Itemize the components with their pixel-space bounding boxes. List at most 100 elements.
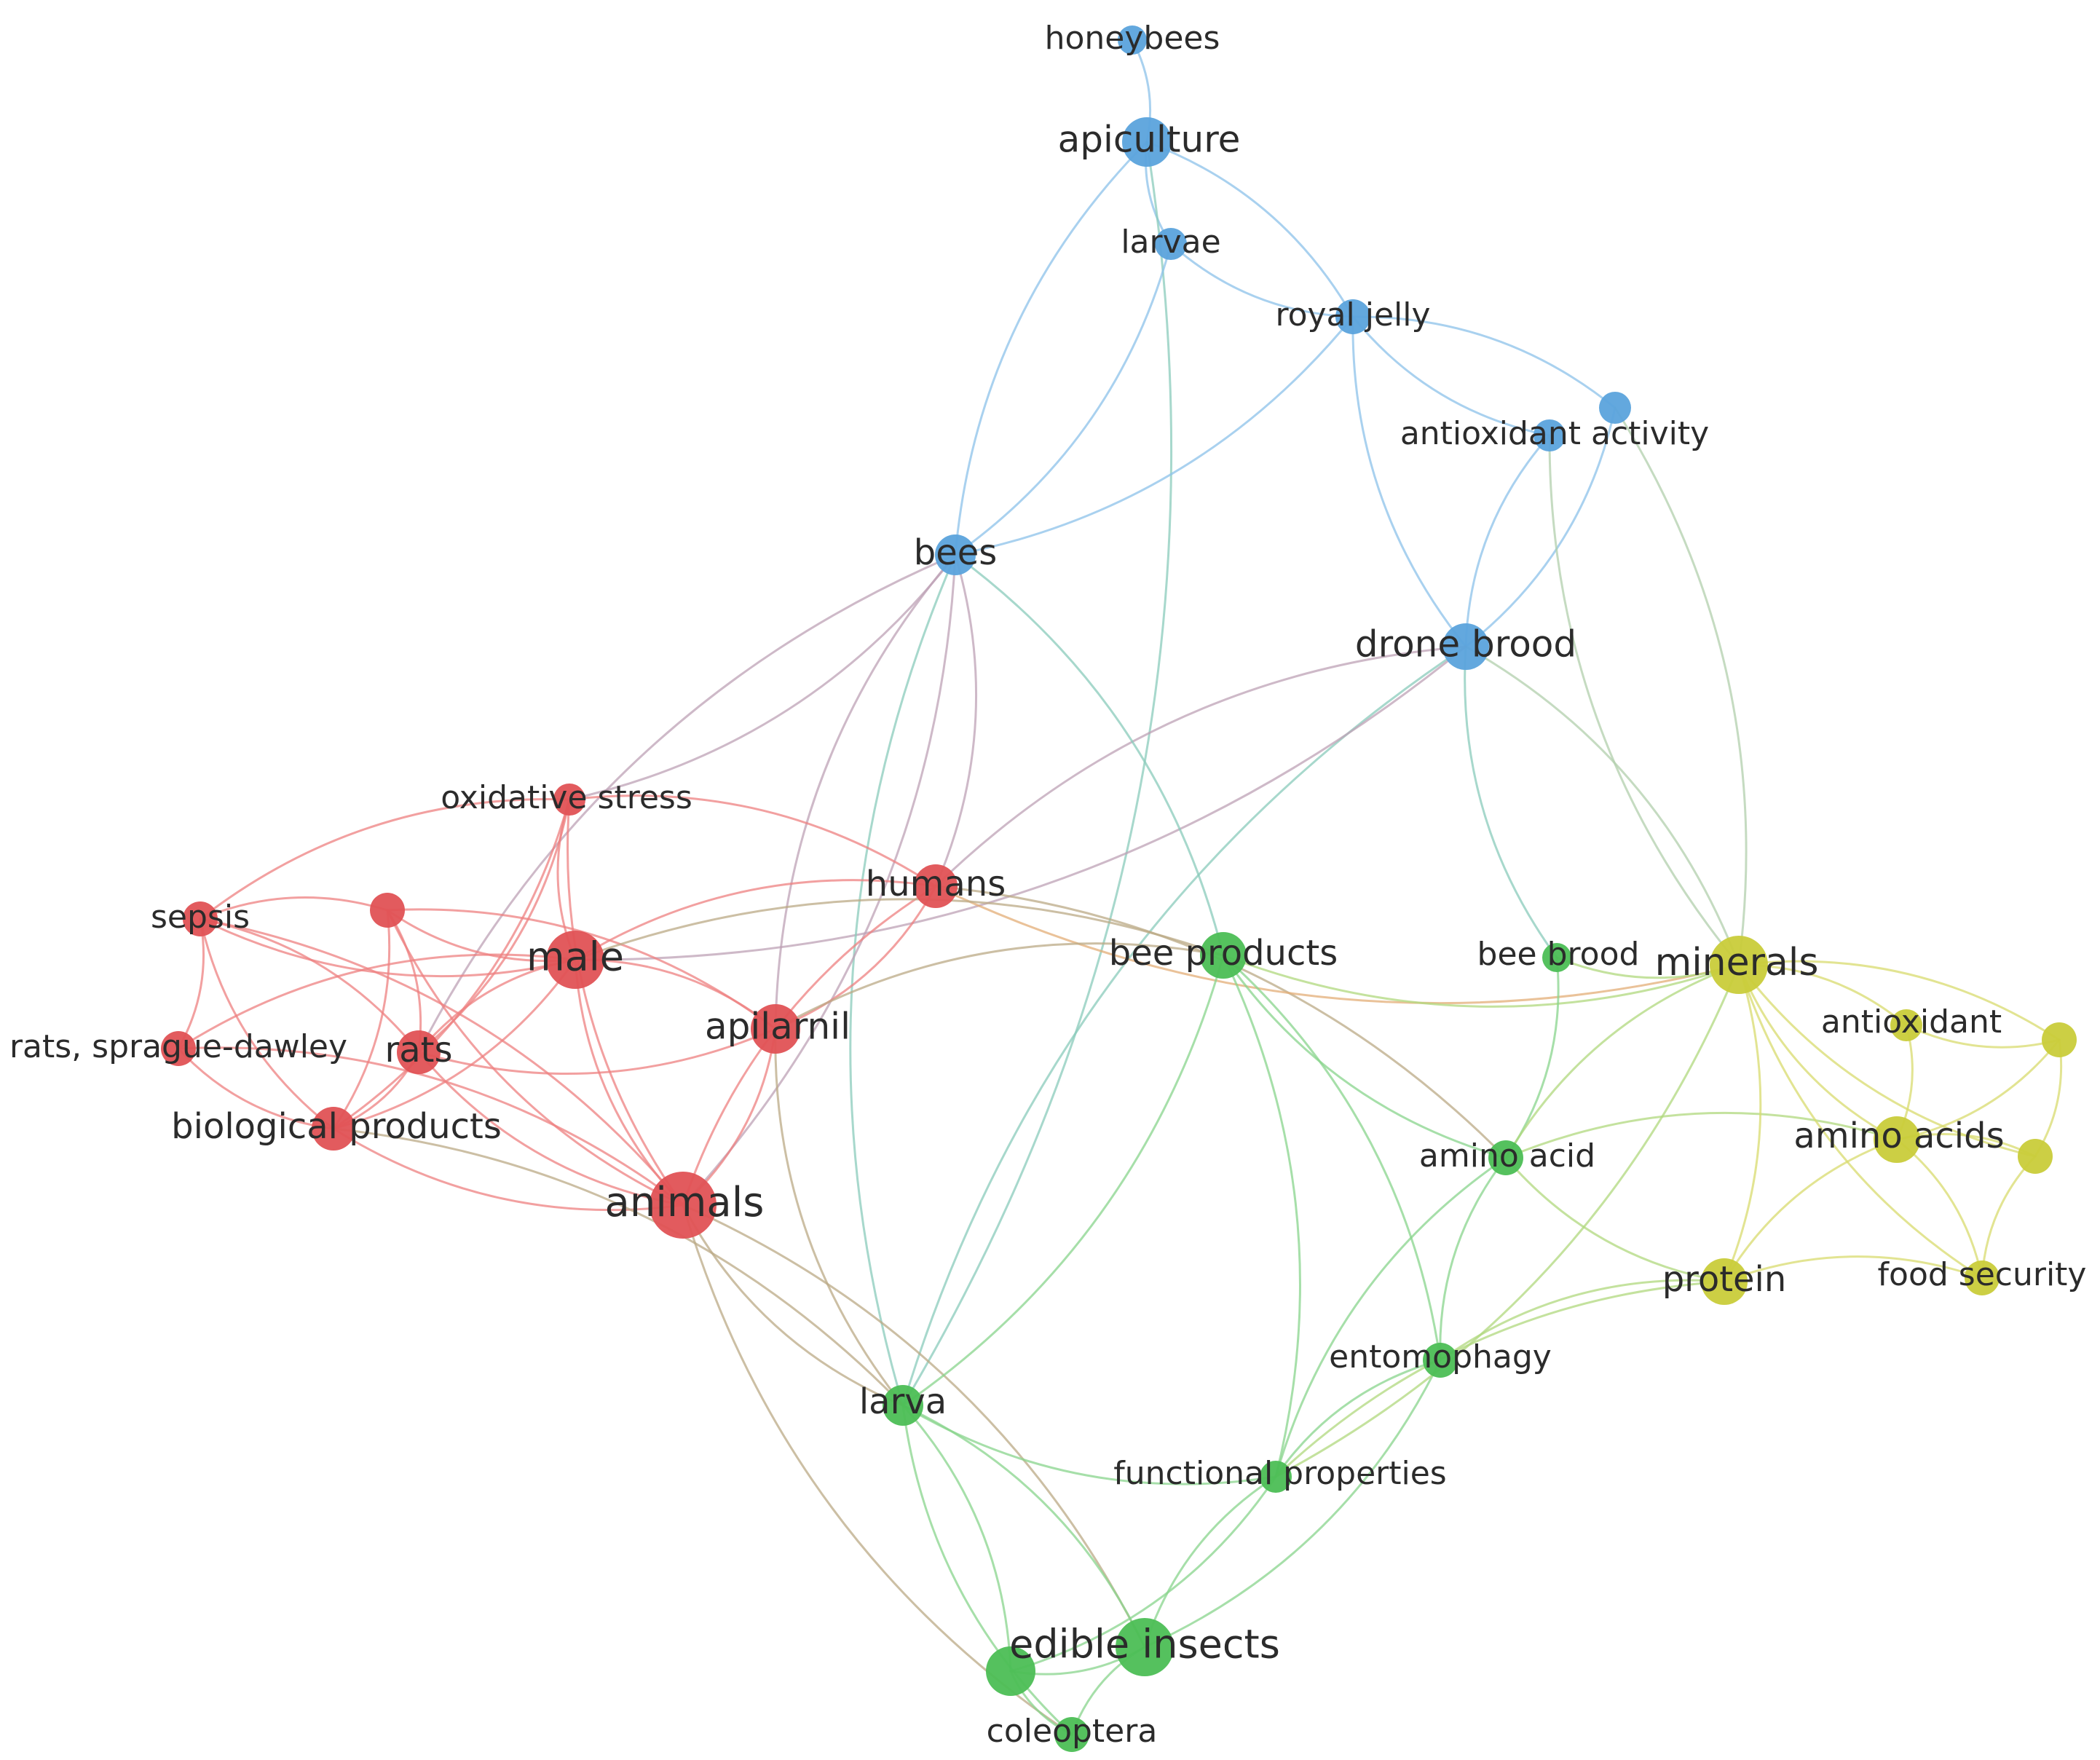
label-bee-brood: bee brood — [1477, 936, 1640, 973]
node-amino-acid[interactable] — [1488, 1140, 1523, 1175]
edge-oxidative_stress-animals — [567, 798, 684, 1207]
node-blue-unlabeled[interactable] — [1599, 392, 1631, 424]
edge-functional_properties-edible_insects — [1143, 1475, 1277, 1649]
node-larva[interactable] — [883, 1385, 923, 1426]
edge-minerals-amino_acids — [1737, 963, 1898, 1141]
node-coleoptera[interactable] — [1054, 1717, 1089, 1752]
node-sepsis[interactable] — [183, 901, 218, 936]
node-antioxidant[interactable] — [1890, 1009, 1922, 1041]
edge-bee_products-minerals — [1222, 954, 1740, 1008]
edge-male-bee_products — [574, 898, 1225, 961]
label-bee-products: bee products — [1109, 933, 1338, 974]
label-bees: bees — [914, 532, 998, 573]
edge-drone_brood-larva — [901, 645, 1467, 1407]
node-functional-properties[interactable] — [1260, 1461, 1292, 1493]
node-rats-sd[interactable] — [161, 1031, 196, 1066]
edge-oxidative_stress-sepsis — [199, 798, 571, 920]
label-rats-sd: rats, sprague-dawley — [9, 1028, 347, 1065]
node-biological-products[interactable] — [312, 1107, 355, 1151]
node-rats[interactable] — [397, 1030, 441, 1074]
label-protein: protein — [1662, 1259, 1787, 1300]
label-antioxidant: antioxidant — [1821, 1003, 2002, 1041]
edge-humans-amino_acid — [934, 885, 1507, 1159]
edge-amino_acid-minerals — [1504, 963, 1740, 1159]
edge-royal_jelly-bees — [954, 315, 1354, 556]
label-drone-brood: drone brood — [1355, 623, 1576, 666]
node-green-unlabeled[interactable] — [986, 1646, 1035, 1696]
node-animals[interactable] — [650, 1172, 717, 1239]
edge-sepsis-biological_products — [199, 918, 335, 1130]
edge-larvae-royal_jelly — [1169, 242, 1354, 318]
node-honeybees[interactable] — [1118, 25, 1147, 55]
edge-yellow_unlabeled_1-yellow_unlabeled_2 — [2034, 1038, 2063, 1158]
node-humans[interactable] — [914, 864, 958, 908]
edge-biological_products-larva — [332, 1127, 904, 1407]
edge-minerals-food_security — [1737, 963, 1983, 1279]
edge-apiculture-larva — [901, 141, 1173, 1407]
edge-larva-green_unlabeled — [901, 1404, 1012, 1673]
label-male: male — [526, 934, 624, 980]
node-protein[interactable] — [1701, 1258, 1748, 1305]
edge-rats-apilarnil — [417, 1027, 777, 1075]
edge-drone_brood-humans — [934, 645, 1467, 888]
edge-male-biological_products — [332, 958, 577, 1130]
label-antioxidant-activity: antioxidant activity — [1400, 415, 1709, 452]
node-edible-insects[interactable] — [1116, 1618, 1174, 1676]
label-amino-acids: amino acids — [1793, 1116, 2004, 1156]
node-drone-brood[interactable] — [1442, 623, 1489, 670]
edge-functional_properties-green_unlabeled — [1009, 1475, 1277, 1673]
edge-drone_brood-male — [574, 645, 1467, 961]
node-male[interactable] — [546, 931, 604, 989]
edge-rats_sd-animals — [177, 1046, 684, 1207]
node-bees[interactable] — [935, 534, 976, 575]
label-royal-jelly: royal jelly — [1275, 296, 1430, 334]
edge-male-animals — [574, 958, 684, 1207]
node-apilarnil[interactable] — [751, 1004, 800, 1054]
edge-bee_brood-amino_acid — [1504, 956, 1560, 1159]
node-minerals[interactable] — [1710, 936, 1768, 994]
node-bee-brood[interactable] — [1542, 943, 1571, 972]
node-amino-acids[interactable] — [1874, 1116, 1920, 1163]
edge-bees-humans — [934, 553, 978, 888]
edge-humans-minerals — [934, 885, 1740, 1005]
label-apilarnil: apilarnil — [705, 1006, 850, 1048]
edge-apilarnil-larva — [774, 1027, 904, 1407]
node-royal-jelly[interactable] — [1335, 299, 1370, 334]
label-entomophagy: entomophagy — [1329, 1338, 1552, 1376]
label-biological-products: biological products — [171, 1106, 502, 1147]
node-food-security[interactable] — [1965, 1260, 2000, 1295]
node-antioxidant-activity[interactable] — [1533, 419, 1566, 451]
edge-amino_acids-protein — [1723, 1138, 1898, 1283]
node-yellow-unlabeled-1[interactable] — [2042, 1022, 2077, 1057]
edge-entomophagy-functional_properties — [1274, 1359, 1442, 1478]
edge-amino_acid-protein — [1504, 1156, 1726, 1283]
label-larva: larva — [859, 1381, 947, 1422]
edge-bees-larva — [849, 553, 957, 1407]
edge-sepsis-rats — [199, 918, 420, 1054]
edge-animals-edible_insects — [682, 1204, 1146, 1649]
label-coleoptera: coleoptera — [987, 1713, 1158, 1750]
edge-apilarnil-bee_products — [774, 942, 1225, 1030]
node-red-unlabeled[interactable] — [370, 893, 405, 928]
edge-minerals-protein — [1723, 963, 1762, 1283]
label-rats: rats — [385, 1030, 453, 1070]
label-sepsis: sepsis — [151, 899, 250, 936]
node-yellow-unlabeled-2[interactable] — [2018, 1139, 2053, 1174]
edge-amino_acids-yellow_unlabeled_1 — [1895, 1038, 2061, 1141]
edge-apiculture-royal_jelly — [1145, 141, 1354, 318]
node-bee-products[interactable] — [1200, 932, 1247, 979]
edge-bee_products-amino_acid — [1222, 954, 1507, 1159]
edge-oxidative_stress-humans — [568, 794, 937, 888]
edge-drone_brood-bee_brood — [1464, 645, 1558, 959]
edge-protein-food_security — [1723, 1255, 1983, 1283]
node-larvae[interactable] — [1155, 228, 1187, 260]
node-apiculture[interactable] — [1122, 117, 1172, 167]
label-amino-acid: amino acid — [1419, 1137, 1595, 1175]
node-oxidative-stress[interactable] — [553, 784, 585, 816]
node-entomophagy[interactable] — [1423, 1343, 1458, 1378]
edge-humans-male — [574, 879, 937, 961]
label-larvae: larvae — [1121, 224, 1220, 261]
label-humans: humans — [866, 864, 1006, 904]
edge-functional_properties-protein — [1274, 1280, 1726, 1478]
